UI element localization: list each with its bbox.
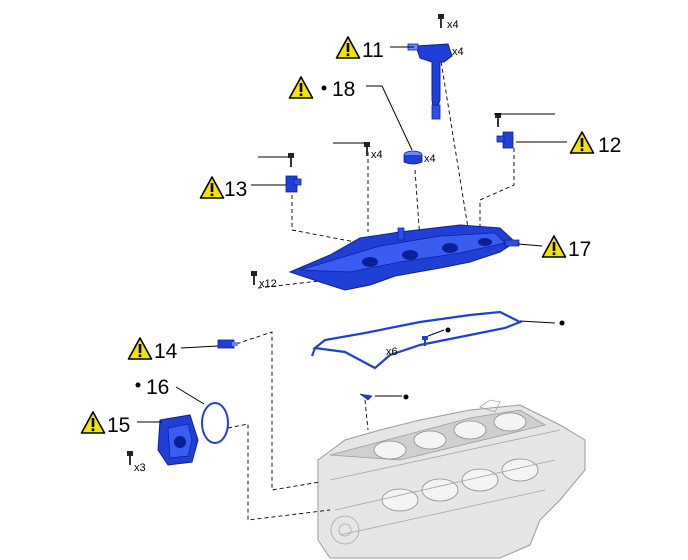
cam-position-sensor-intake [285, 175, 302, 193]
warning-triangle-icon [541, 235, 567, 258]
warning-triangle-icon [335, 36, 361, 59]
callout-11: 11 [362, 39, 384, 62]
plug-tube-bolt [364, 142, 370, 156]
sensor-bolt-12 [495, 113, 501, 127]
assembly-guide-lines [227, 54, 515, 521]
warning-triangle-icon [199, 176, 225, 199]
cam-position-sensor-exhaust [496, 131, 514, 149]
plug-tube-gasket [403, 150, 423, 165]
pump-bolt [127, 451, 133, 465]
qty-cover-bolt: x12 [259, 278, 277, 290]
callout-16: 16 [146, 376, 169, 399]
bullet-dot-icon [321, 85, 327, 91]
callout-14: 14 [154, 340, 178, 363]
ignition-coil [407, 43, 453, 120]
qty-coil-bolt: x4 [447, 19, 459, 31]
qty-gasket-bolt: x6 [386, 346, 398, 358]
warning-triangle-icon [80, 411, 106, 434]
warning-triangle-icon [127, 337, 153, 360]
callout-18: 18 [332, 78, 355, 101]
warning-triangle-icon [569, 131, 595, 154]
qty-coil: x4 [452, 46, 464, 58]
bullet-dot-icon [403, 394, 409, 400]
callout-13: 13 [224, 178, 247, 201]
plug-gasket-small [359, 393, 373, 401]
warning-triangle-icon [288, 76, 314, 99]
sensor-bolt-13 [288, 153, 294, 167]
callout-15: 15 [107, 414, 130, 437]
bullet-dot-icon [445, 327, 451, 333]
head-cover-gasket [310, 310, 523, 370]
cylinder-head [317, 399, 586, 559]
coil-bolt [438, 14, 444, 28]
oil-control-valve [217, 339, 238, 349]
callout-17: 17 [568, 238, 591, 261]
leader-lines [137, 46, 567, 423]
cylinder-head-cover [288, 224, 520, 291]
gasket-bolt [422, 336, 428, 346]
bullet-dot-icon [559, 320, 565, 326]
qty-pump-bolt: x3 [134, 462, 146, 474]
o-ring [201, 402, 229, 444]
qty-plug-tube-gasket: x4 [424, 153, 436, 165]
cover-bolt [251, 271, 257, 285]
vacuum-pump [157, 414, 199, 466]
bullet-dot-icon [135, 382, 141, 388]
qty-plug-tube-bolt: x4 [371, 149, 383, 161]
callout-12: 12 [598, 134, 621, 157]
